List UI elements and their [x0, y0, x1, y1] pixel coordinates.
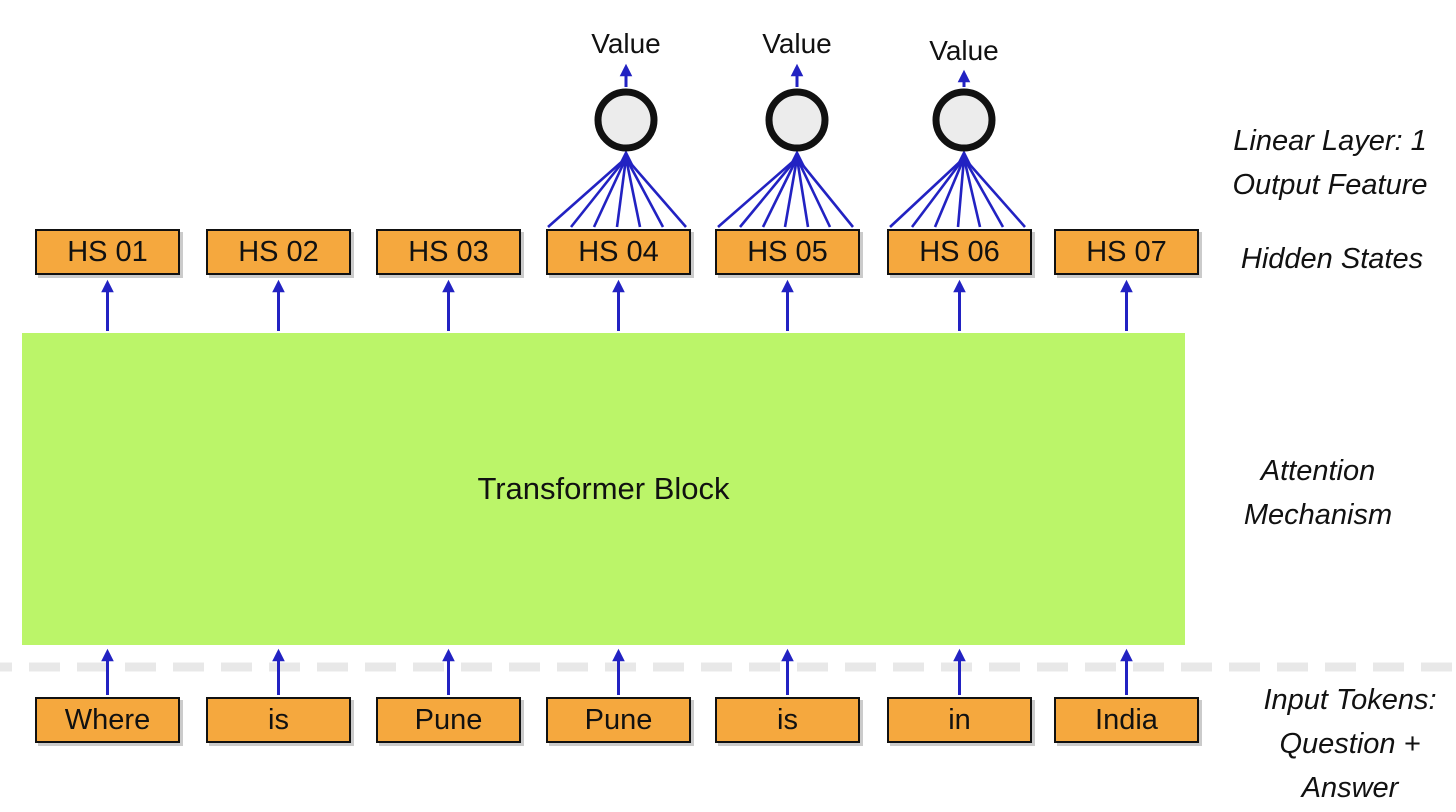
block-to-hs-arrows — [101, 279, 1133, 331]
fan-line — [783, 157, 799, 228]
annotation-line: Question + — [1279, 728, 1421, 760]
hs-box-1: HS 01 — [35, 229, 180, 275]
annotation-line: Linear Layer: 1 — [1233, 125, 1427, 157]
circle-to-value-arrows — [619, 63, 971, 87]
annotation-line: Output Feature — [1232, 169, 1428, 201]
hs-box-label: HS 06 — [919, 235, 1000, 268]
hs-box-label: HS 03 — [408, 235, 489, 268]
hs-box-3: HS 03 — [376, 229, 521, 275]
token-box-1: Where — [35, 697, 180, 743]
token-to-block-arrows — [101, 648, 1133, 695]
fan-line — [624, 157, 642, 228]
fan-line — [933, 157, 966, 228]
hs-box-label: HS 01 — [67, 235, 148, 268]
linear-neuron-circle — [765, 88, 829, 152]
linear-neuron-circle — [932, 88, 996, 152]
token-box-6: in — [887, 697, 1032, 743]
fan-line — [547, 157, 627, 228]
annotation-line: Attention — [1260, 455, 1376, 487]
token-box-2: is — [206, 697, 351, 743]
fan-line — [569, 157, 628, 228]
annotation-line: Input Tokens: — [1263, 684, 1437, 716]
fan-line — [615, 157, 628, 228]
hs-box-label: HS 04 — [578, 235, 659, 268]
hs-box-2: HS 02 — [206, 229, 351, 275]
value-label-text: Value — [591, 28, 661, 59]
fan-line — [962, 157, 982, 228]
value-label-3: Value — [894, 37, 1034, 65]
value-label-1: Value — [556, 30, 696, 58]
annotation-attention-mechanism: Attention Mechanism — [1188, 449, 1448, 537]
hs-box-4: HS 04 — [546, 229, 691, 275]
token-box-label: is — [777, 703, 798, 736]
hs-box-7: HS 07 — [1054, 229, 1199, 275]
fan-line — [910, 157, 966, 228]
linear-neuron-circle — [594, 88, 658, 152]
fan-line — [795, 157, 855, 228]
fan-line — [624, 157, 665, 228]
transformer-block-label: Transformer Block — [477, 471, 730, 506]
token-box-5: is — [715, 697, 860, 743]
hs-box-5: HS 05 — [715, 229, 860, 275]
fan-line — [795, 157, 832, 228]
token-box-label: Pune — [414, 703, 483, 736]
hs-box-label: HS 02 — [238, 235, 319, 268]
fan-arrowhead-icon — [618, 150, 634, 166]
token-box-label: Where — [64, 703, 151, 736]
fan-line — [962, 157, 1005, 228]
annotation-linear-layer: Linear Layer: 1 Output Feature — [1200, 119, 1456, 207]
fan-line — [717, 157, 798, 228]
fan-line — [889, 157, 965, 228]
fan-arrowhead-icon — [789, 150, 805, 166]
fan-line — [738, 157, 799, 228]
fan-line — [963, 157, 1026, 228]
value-label-text: Value — [762, 28, 832, 59]
hs-box-label: HS 07 — [1086, 235, 1167, 268]
fan-line — [956, 157, 966, 228]
annotation-input-tokens: Input Tokens: Question + Answer — [1220, 678, 1456, 810]
token-box-label: in — [948, 703, 971, 736]
fan-arrowhead-icon — [956, 150, 972, 166]
fan-line — [795, 157, 810, 228]
annotation-line: Mechanism — [1243, 499, 1393, 531]
value-label-2: Value — [727, 30, 867, 58]
token-box-3: Pune — [376, 697, 521, 743]
annotation-line: Hidden States — [1240, 243, 1424, 275]
token-box-7: India — [1054, 697, 1199, 743]
token-box-label: is — [268, 703, 289, 736]
fan-line — [625, 157, 687, 228]
hs04-fan-lines — [547, 150, 687, 228]
fan-line — [592, 157, 628, 228]
hs05-fan-lines — [717, 150, 855, 228]
token-box-label: Pune — [584, 703, 653, 736]
token-box-label: India — [1095, 703, 1158, 736]
token-box-4: Pune — [546, 697, 691, 743]
hs-box-label: HS 05 — [747, 235, 828, 268]
fan-line — [761, 157, 799, 228]
annotation-hidden-states: Hidden States — [1202, 237, 1456, 281]
value-label-text: Value — [929, 35, 999, 66]
annotation-line: Answer — [1301, 772, 1399, 804]
hs-box-6: HS 06 — [887, 229, 1032, 275]
hs06-fan-lines — [889, 150, 1026, 228]
transformer-block: Transformer Block — [22, 333, 1185, 645]
